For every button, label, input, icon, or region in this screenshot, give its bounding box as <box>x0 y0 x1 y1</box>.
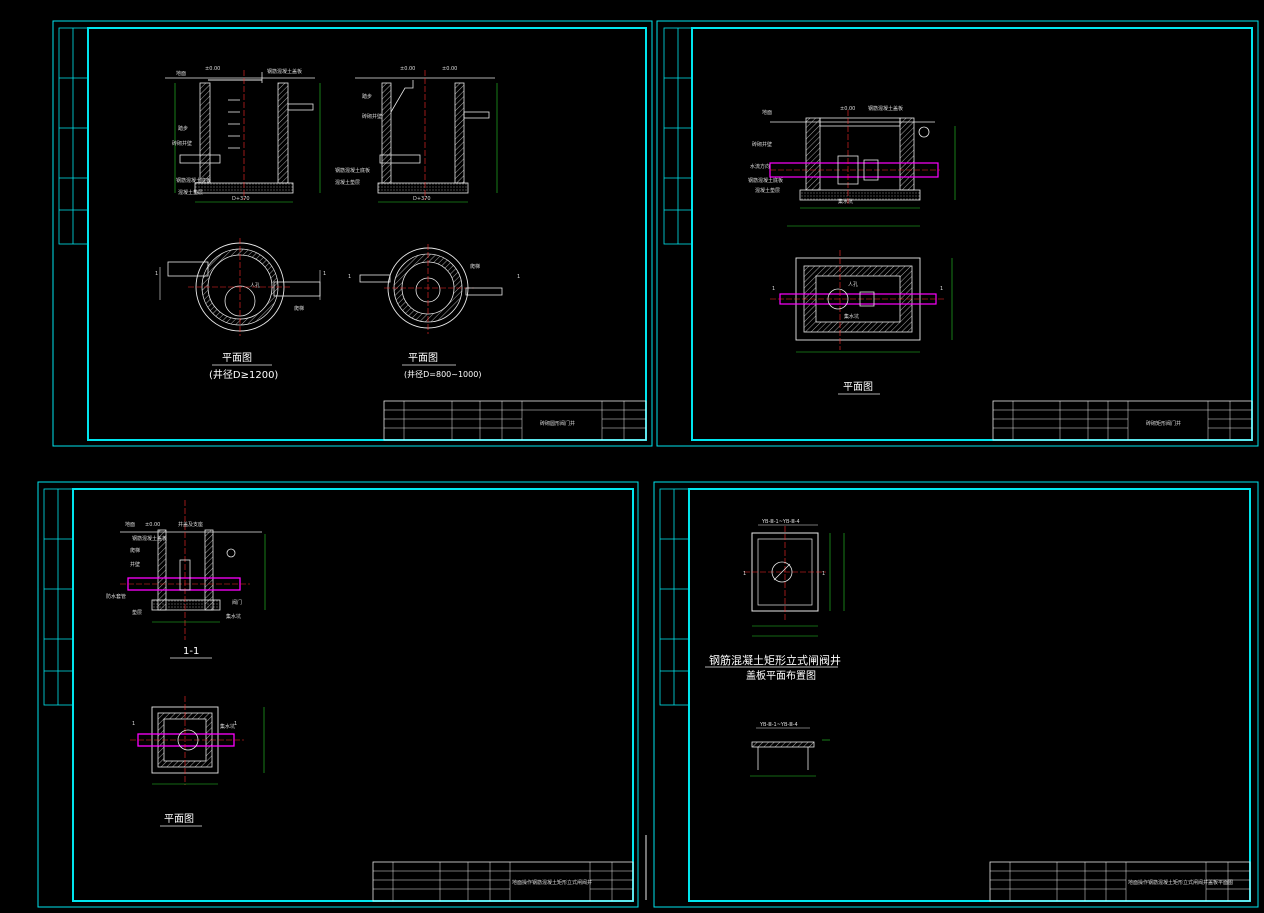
svg-text:钢筋混凝土盖板: 钢筋混凝土盖板 <box>267 68 302 75</box>
sheet-3-plan: 1 1 集水坑 平面图 <box>130 696 265 827</box>
sheet-1-plan-small: 1 1 爬梯 平面图 (井径D=800~1000) <box>348 244 520 379</box>
svg-text:混凝土垫层: 混凝土垫层 <box>178 189 203 196</box>
sheet-1-inner-border <box>87 27 647 441</box>
sheet-1-drawing-name: 砖砌圆形阀门井 <box>540 420 575 427</box>
sheet-4-cover-section: YB-Ⅲ-1~YB-Ⅲ-4 <box>750 722 830 777</box>
sheet-3-binding-strip <box>43 488 74 706</box>
svg-text:砖砌井壁: 砖砌井壁 <box>172 140 192 147</box>
svg-text:钢筋混凝土盖板: 钢筋混凝土盖板 <box>868 105 903 112</box>
svg-text:±0.00: ±0.00 <box>442 66 457 72</box>
sheet-3-outer-border <box>37 481 639 908</box>
svg-text:D+370: D+370 <box>413 196 431 202</box>
svg-text:垫层: 垫层 <box>132 609 142 616</box>
sheet-4-drawing-name: 地面操作钢筋混凝土矩形立式闸阀井盖板平面图 <box>1128 879 1233 886</box>
sheet-4-cover-plan: YB-Ⅲ-1~YB-Ⅲ-4 1 1 钢筋混凝土矩形立式闸阀井 盖板平面布置图 <box>705 519 845 682</box>
sheet-2-inner-border <box>691 27 1253 441</box>
sheet-3-sump-label: 集水坑 <box>226 613 241 620</box>
sheet-1-view-1-title: 平面图 <box>222 352 252 364</box>
svg-text:±0.00: ±0.00 <box>205 66 220 72</box>
svg-text:1: 1 <box>348 274 351 280</box>
sheet-3-view-2-title: 平面图 <box>164 813 194 825</box>
sheet-2-plan: 1 1 人孔 集水坑 平面图 <box>770 250 953 395</box>
sheet-2-view-1-title: 平面图 <box>843 381 873 393</box>
sheet-4-plan-code: YB-Ⅲ-1~YB-Ⅲ-4 <box>761 519 800 525</box>
sheet-1-manhole-label-left: 人孔 <box>250 282 260 289</box>
svg-text:1: 1 <box>132 721 135 727</box>
svg-text:钢筋混凝土盖板: 钢筋混凝土盖板 <box>132 535 167 542</box>
sheet-1-section-small: ±0.00 ±0.00 踏步 砖砌井壁 钢筋混凝土底板 混凝土垫层 D+370 <box>335 66 498 203</box>
sheet-1: 地面 ±0.00 钢筋混凝土盖板 踏步 砖砌井壁 钢筋混凝土底板 混凝土垫层 D… <box>52 20 653 447</box>
sheet-1-outer-border <box>52 20 653 447</box>
sheet-1-ladder-label-left: 爬梯 <box>294 305 304 312</box>
sheet-3-drawing-name: 地面操作钢筋混凝土矩形立式闸阀井 <box>512 879 592 886</box>
svg-text:井壁: 井壁 <box>130 561 140 568</box>
svg-text:±0.00: ±0.00 <box>400 66 415 72</box>
sheet-3: 地面 ±0.00 井盖及支座 钢筋混凝土盖板 爬梯 井壁 防水套管 垫层 阀门 … <box>37 481 647 908</box>
svg-text:钢筋混凝土底板: 钢筋混凝土底板 <box>748 177 783 184</box>
svg-text:钢筋混凝土底板: 钢筋混凝土底板 <box>335 167 370 174</box>
sheet-1-binding-strip <box>58 27 89 245</box>
sheet-2-binding-strip <box>663 27 693 245</box>
sheet-4-inner-border <box>688 488 1251 902</box>
svg-text:±0.00: ±0.00 <box>145 522 160 528</box>
sheet-4: YB-Ⅲ-1~YB-Ⅲ-4 1 1 钢筋混凝土矩形立式闸阀井 盖板平面布置图 Y… <box>653 481 1259 908</box>
sheet-1-section-large: 地面 ±0.00 钢筋混凝土盖板 踏步 砖砌井壁 钢筋混凝土底板 混凝土垫层 D… <box>165 66 321 203</box>
sheet-1-view-1-subtitle: (井径D≥1200) <box>209 368 278 381</box>
sheet-3-section: 地面 ±0.00 井盖及支座 钢筋混凝土盖板 爬梯 井壁 防水套管 垫层 阀门 … <box>106 500 266 659</box>
svg-text:混凝土垫层: 混凝土垫层 <box>755 187 780 194</box>
svg-text:防水套管: 防水套管 <box>106 593 126 600</box>
sheet-1-ladder-label-right: 爬梯 <box>470 263 480 270</box>
sheet-4-binding-strip <box>659 488 690 706</box>
svg-text:集水坑: 集水坑 <box>220 723 235 730</box>
sheet-4-view-1-subtitle: 盖板平面布置图 <box>746 669 816 682</box>
sheet-2-section: 地面 ±0.00 钢筋混凝土盖板 砖砌井壁 水流方向 钢筋混凝土底板 混凝土垫层… <box>748 105 956 227</box>
svg-text:混凝土垫层: 混凝土垫层 <box>335 179 360 186</box>
sheet-1-title-block: 砖砌圆形阀门井 <box>383 400 647 441</box>
svg-text:1: 1 <box>155 271 158 277</box>
sheet-2-sump-label: 集水坑 <box>844 313 859 320</box>
sheet-1-view-2-subtitle: (井径D=800~1000) <box>404 369 481 379</box>
svg-text:±0.00: ±0.00 <box>840 106 855 112</box>
svg-text:踏步: 踏步 <box>362 93 372 100</box>
svg-text:井盖及支座: 井盖及支座 <box>178 521 203 528</box>
sheet-2-outer-border <box>656 20 1259 447</box>
sheet-3-inner-border <box>72 488 634 902</box>
svg-text:集水坑: 集水坑 <box>838 198 853 205</box>
sheet-2-drawing-name: 砖砌矩形阀门井 <box>1146 420 1181 427</box>
svg-text:钢筋混凝土底板: 钢筋混凝土底板 <box>176 177 211 184</box>
sheet-4-section-code: YB-Ⅲ-1~YB-Ⅲ-4 <box>759 722 798 728</box>
svg-text:踏步: 踏步 <box>178 125 188 132</box>
svg-text:1: 1 <box>323 271 326 277</box>
svg-text:D+370: D+370 <box>232 196 250 202</box>
svg-text:爬梯: 爬梯 <box>130 547 140 554</box>
svg-text:水流方向: 水流方向 <box>750 163 770 170</box>
svg-text:1: 1 <box>234 721 237 727</box>
sheet-2-title-block: 砖砌矩形阀门井 <box>992 400 1253 441</box>
svg-text:地面: 地面 <box>762 109 772 116</box>
sheet-1-plan-large: 1 1 人孔 爬梯 平面图 (井径D≥1200) <box>155 238 326 381</box>
sheet-3-valve-label: 阀门 <box>232 599 242 606</box>
sheet-4-title-block: 地面操作钢筋混凝土矩形立式闸阀井盖板平面图 <box>989 861 1251 902</box>
sheet-2-manhole-label: 人孔 <box>848 281 858 288</box>
svg-text:地面: 地面 <box>125 521 135 528</box>
sheet-4-view-1-title: 钢筋混凝土矩形立式闸阀井 <box>709 653 841 667</box>
sheet-4-outer-border <box>653 481 1259 908</box>
sheet-2: 地面 ±0.00 钢筋混凝土盖板 砖砌井壁 水流方向 钢筋混凝土底板 混凝土垫层… <box>656 20 1259 447</box>
sheet-3-view-1-title: 1-1 <box>183 646 199 657</box>
sheet-1-view-2-title: 平面图 <box>408 352 438 364</box>
svg-text:地面: 地面 <box>176 70 186 77</box>
svg-text:1: 1 <box>772 286 775 292</box>
svg-text:1: 1 <box>940 286 943 292</box>
sheet-3-title-block: 地面操作钢筋混凝土矩形立式闸阀井 <box>372 861 634 902</box>
svg-text:砖砌井壁: 砖砌井壁 <box>752 141 772 148</box>
svg-text:砖砌井壁: 砖砌井壁 <box>362 113 382 120</box>
svg-text:1: 1 <box>743 571 746 577</box>
svg-text:1: 1 <box>822 571 825 577</box>
svg-text:1: 1 <box>517 274 520 280</box>
